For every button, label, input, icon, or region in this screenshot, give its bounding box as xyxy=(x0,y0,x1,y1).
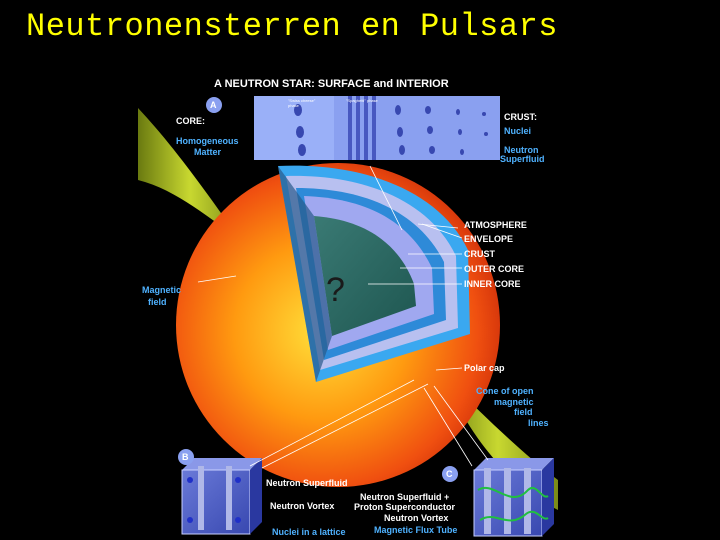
inset-c-letter: C xyxy=(446,469,453,479)
core-heading: CORE: xyxy=(176,116,205,126)
diagram-title: A NEUTRON STAR: SURFACE and INTERIOR xyxy=(214,78,449,90)
inner-core-question-mark: ? xyxy=(326,272,345,308)
slide-title: Neutronensterren en Pulsars xyxy=(26,8,558,45)
cone-line1: Cone of open xyxy=(476,386,534,396)
inset-b-label-vortex: Neutron Vortex xyxy=(270,501,334,511)
inset-c-label-fluxtube: Magnetic Flux Tube xyxy=(374,525,457,535)
inset-a-crust-strip xyxy=(206,96,500,160)
layer-label-crust: CRUST xyxy=(464,249,495,259)
inset-b-label-nuclei: Nuclei in a lattice xyxy=(272,527,346,537)
inset-c-label-superconductor: Proton Superconductor xyxy=(354,502,455,512)
polar-cap-label: Polar cap xyxy=(464,363,505,373)
inset-a-letter: A xyxy=(210,100,217,110)
magnetic-field-line1: Magnetic xyxy=(142,285,181,295)
inset-c-label-superfluid: Neutron Superfluid + xyxy=(360,492,449,502)
crust-nuclei: Nuclei xyxy=(504,126,531,136)
cone-line2: magnetic xyxy=(494,397,534,407)
crust-line2: Superfluid xyxy=(500,154,545,164)
layer-label-outer-core: OUTER CORE xyxy=(464,264,524,274)
layer-label-inner-core: INNER CORE xyxy=(464,279,521,289)
core-line2: Matter xyxy=(194,147,221,157)
inset-b-lattice-cube xyxy=(178,449,262,534)
inset-c-fluxtube-cube xyxy=(442,458,554,536)
magnetic-field-line2: field xyxy=(148,297,167,307)
core-line1: Homogeneous xyxy=(176,136,239,146)
inset-b-label-superfluid: Neutron Superfluid xyxy=(266,478,348,488)
cone-line4: lines xyxy=(528,418,549,428)
layer-label-atmosphere: ATMOSPHERE xyxy=(464,220,527,230)
inset-b-letter: B xyxy=(182,452,189,462)
inset-c-label-vortex: Neutron Vortex xyxy=(384,513,448,523)
neutron-star-figure: A B C "Swiss cheese" phase "Spaghetti" p… xyxy=(138,70,560,540)
spaghetti-tag: "Spaghetti" phase xyxy=(346,98,380,103)
cone-line3: field xyxy=(514,407,533,417)
layer-label-envelope: ENVELOPE xyxy=(464,234,513,244)
swiss-cheese-tag: "Swiss cheese" phase xyxy=(288,98,318,108)
crust-heading: CRUST: xyxy=(504,112,537,122)
